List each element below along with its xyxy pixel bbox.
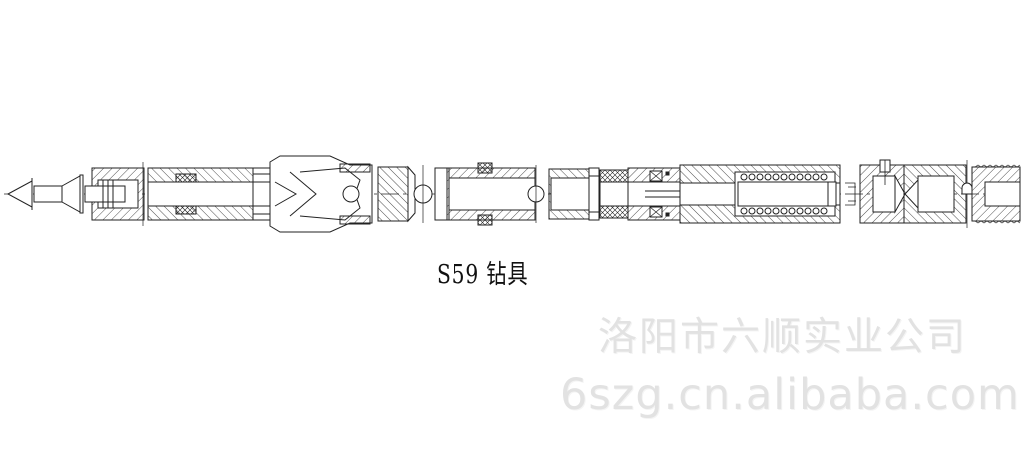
spring-section xyxy=(679,164,856,224)
seal-section xyxy=(599,167,720,221)
pin-circle-1 xyxy=(342,185,360,203)
middle-tube xyxy=(446,162,600,226)
valve-body xyxy=(859,159,973,228)
watermark-company: 洛阳市六顺实业公司 xyxy=(598,315,968,360)
spring-coils xyxy=(740,173,828,215)
housing-1 xyxy=(84,162,277,226)
drawing-title: S59 钻具 xyxy=(437,260,529,290)
threaded-end xyxy=(971,164,1021,224)
knuckle-joint xyxy=(269,155,450,233)
watermark-url: 6szg.cn.alibaba.com xyxy=(560,370,1020,420)
tip-cone xyxy=(6,174,84,214)
